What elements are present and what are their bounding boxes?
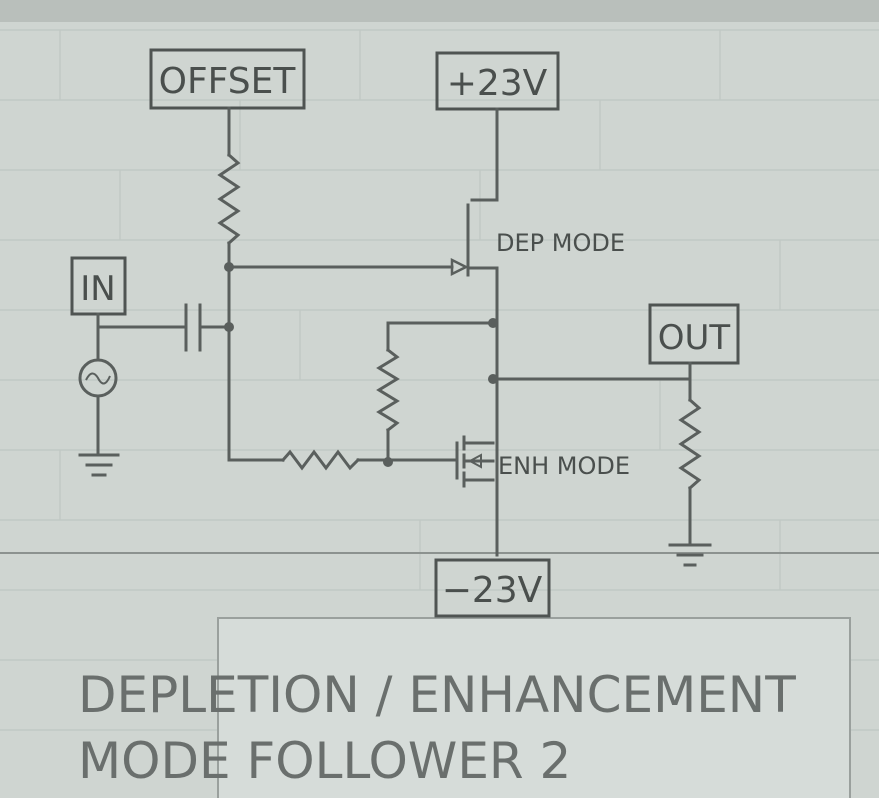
top-band: [0, 0, 879, 22]
in-terminal: IN: [70, 256, 127, 316]
signal-source-icon: [78, 358, 118, 457]
vminus-terminal: −23V: [434, 558, 551, 618]
enh-mode-mosfet: [455, 435, 495, 488]
offset-label: OFFSET: [159, 61, 297, 102]
gate-resistor: [227, 449, 456, 471]
offset-terminal: OFFSET: [149, 48, 306, 110]
feedback-resistor: [376, 321, 495, 464]
in-label: IN: [80, 269, 115, 309]
output-ground-icon: [668, 543, 712, 567]
input-ground-icon: [78, 453, 120, 477]
out-label: OUT: [658, 318, 731, 358]
output-wire: [491, 361, 692, 402]
input-wire: [96, 312, 231, 362]
load-resistor: [678, 397, 702, 547]
dep-mode-mosfet: [466, 107, 499, 557]
offset-resistor: [217, 106, 241, 462]
dep-gate-arrow: [450, 257, 469, 277]
title-line-1: DEPLETION / ENHANCEMENT: [78, 666, 796, 724]
vplus-label: +23V: [447, 63, 548, 104]
coupling-capacitor: [184, 303, 202, 352]
title-line-2: MODE FOLLOWER 2: [78, 732, 571, 790]
out-terminal: OUT: [648, 303, 740, 365]
vminus-label: −23V: [442, 570, 543, 611]
dep-mode-label: DEP MODE: [496, 229, 625, 257]
enh-mode-label: ENH MODE: [498, 452, 630, 480]
title-panel: [217, 617, 851, 798]
vplus-terminal: +23V: [435, 51, 560, 111]
